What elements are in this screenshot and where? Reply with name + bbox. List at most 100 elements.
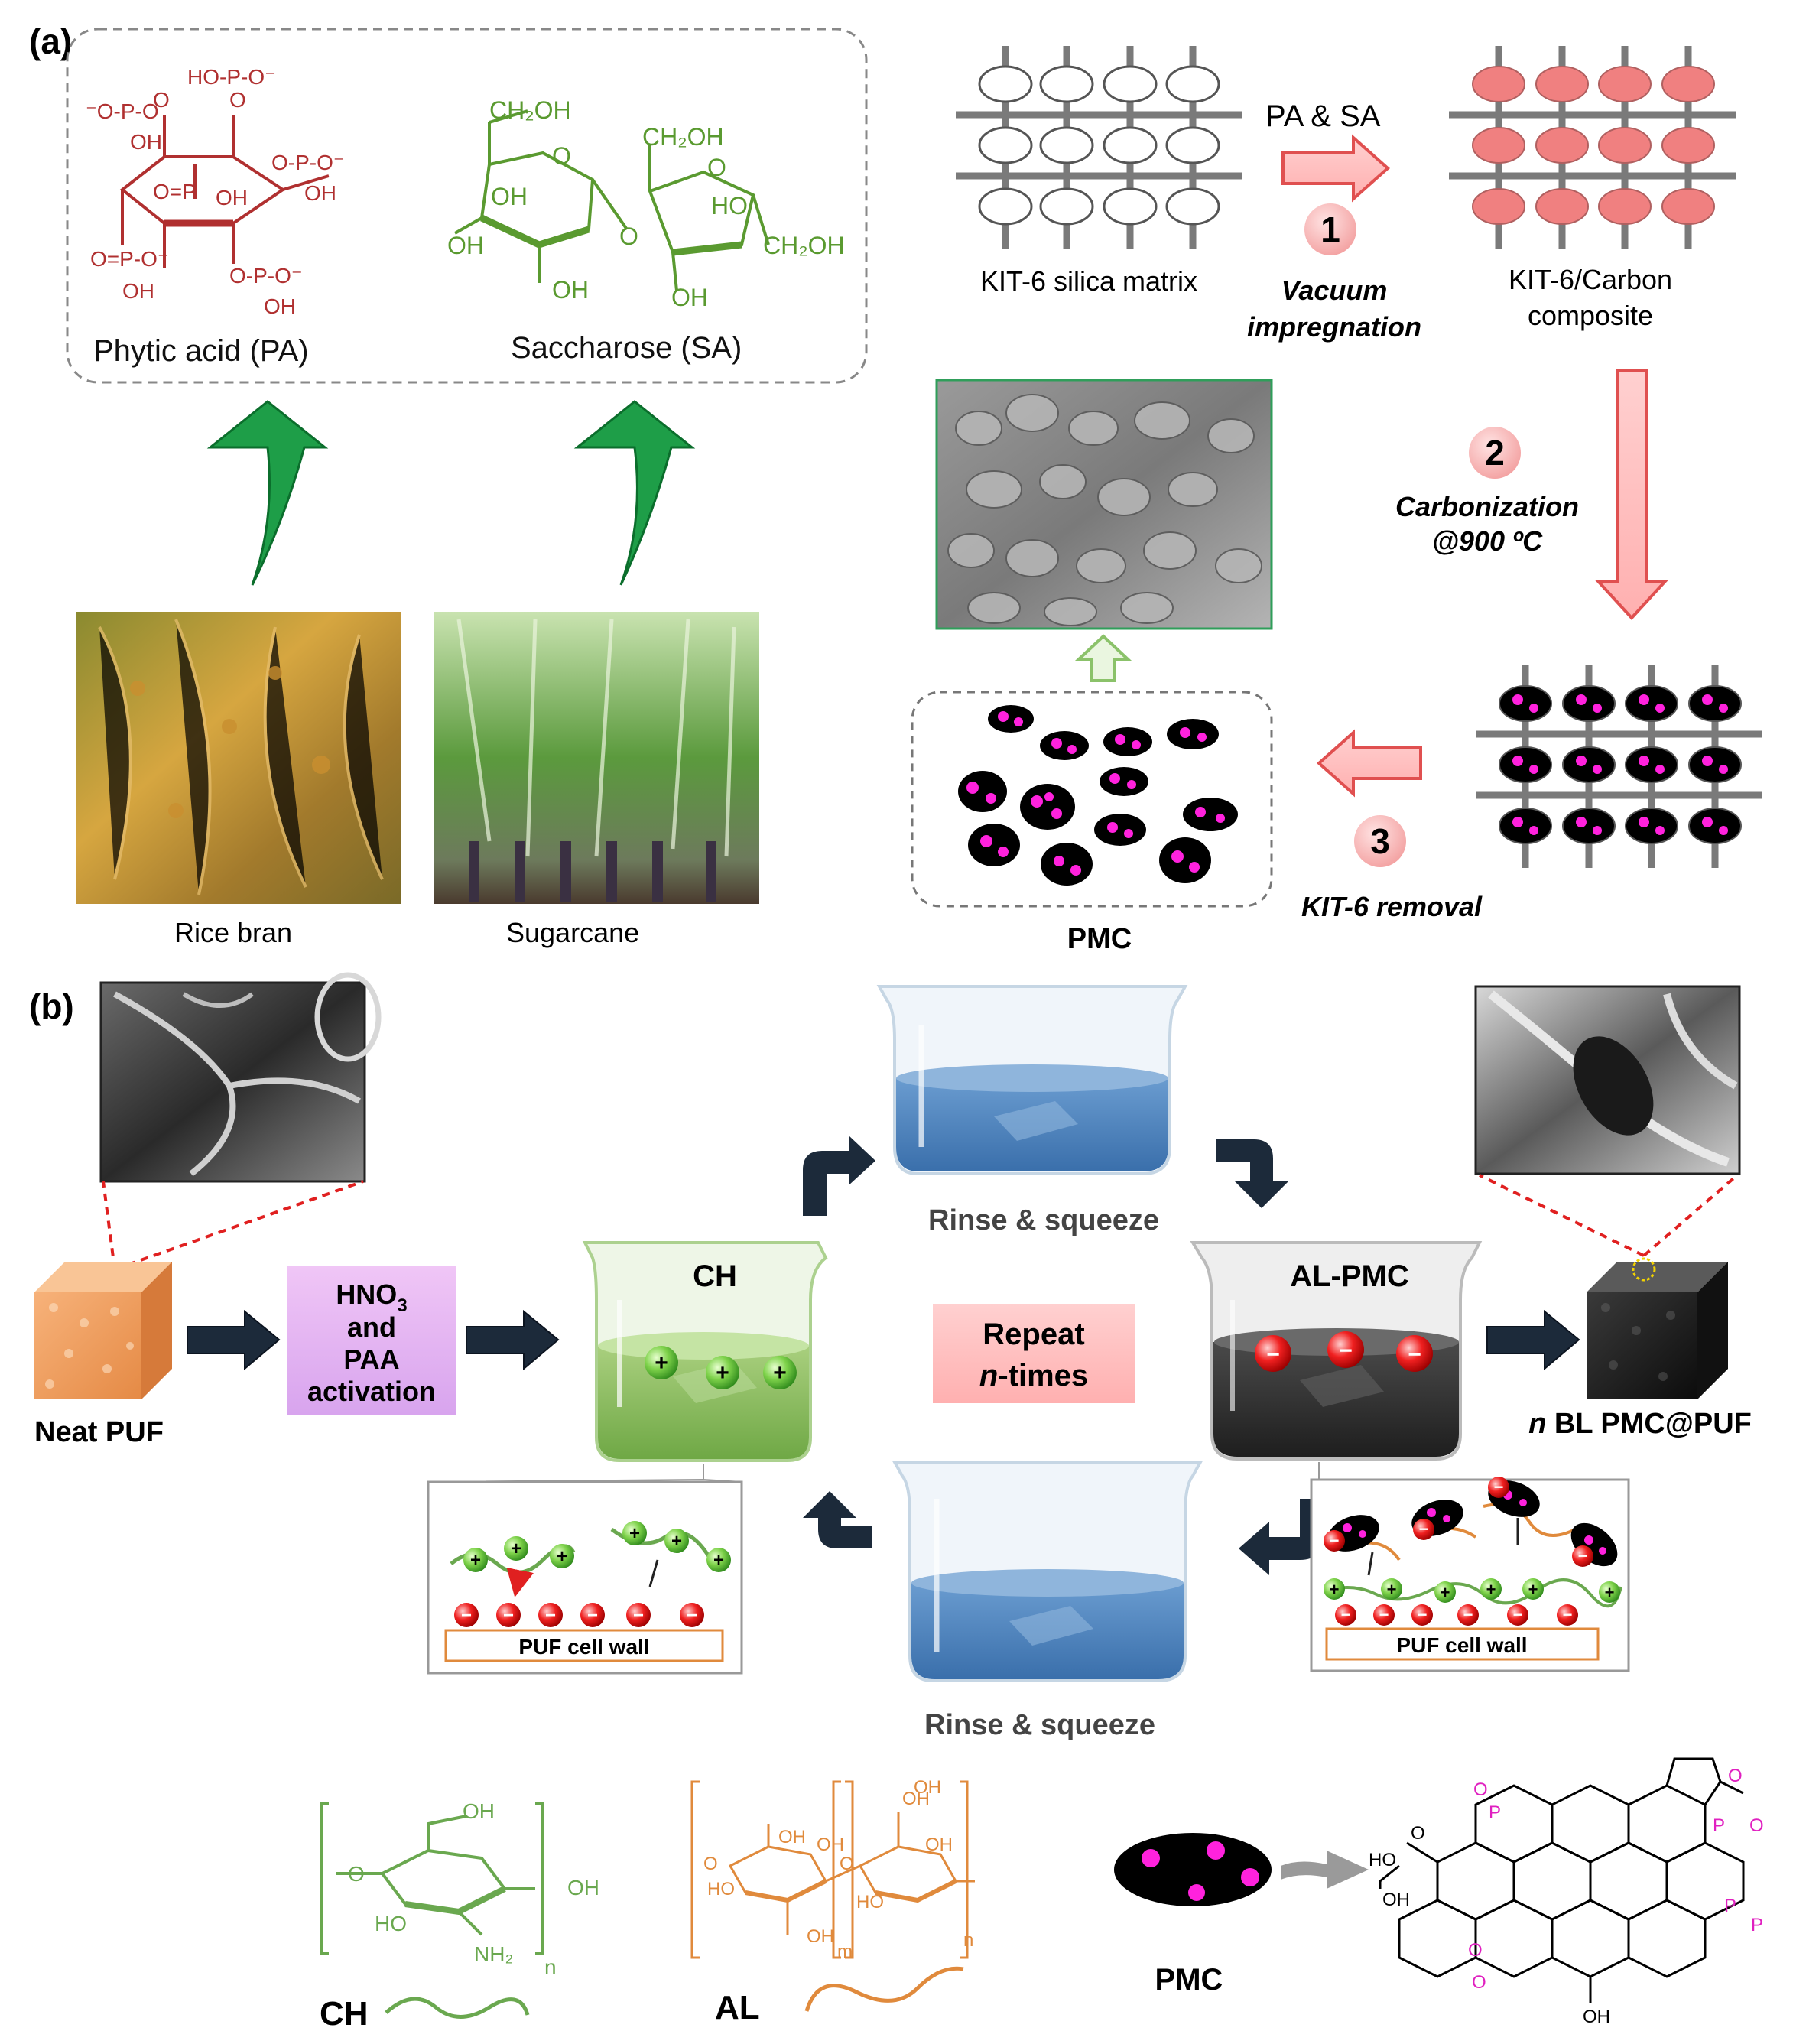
al-structure: [690, 1780, 975, 1959]
minus-sign: −: [545, 1605, 556, 1626]
ch-group-2: OH: [567, 1876, 599, 1899]
plus-sign: +: [716, 1360, 729, 1386]
step-1-label-1: Vacuum: [1281, 275, 1388, 306]
plus-sign: +: [1486, 1580, 1496, 1599]
phytic-acid-labels: HO-P-O⁻ ⁻O-P-O OH O=P O-P-O⁻ OH O=P-O⁻ O…: [86, 65, 345, 318]
ch-group-1: OH: [463, 1799, 495, 1823]
pa-group-5: O-P-O⁻: [271, 151, 345, 174]
sa-group-1: CH₂OH: [489, 96, 571, 124]
al-group-7: HO: [856, 1892, 884, 1912]
pmc-group-1: O: [1473, 1779, 1488, 1800]
al-group-3: HO: [707, 1879, 735, 1899]
repeat-times: -times: [998, 1359, 1088, 1392]
plus-sign: +: [629, 1523, 640, 1544]
sa-group-2: CH₂OH: [642, 123, 724, 151]
zoom-lines: [1479, 1174, 1739, 1257]
pa-group-6: OH: [304, 181, 336, 205]
sa-group-6: OH: [447, 232, 484, 259]
red-arrow-right-icon: [1281, 134, 1391, 203]
red-arrow-down-icon: [1594, 369, 1669, 620]
activation-box: HNO3 and PAA activation: [287, 1266, 456, 1415]
pmc-group-13: OH: [1583, 2007, 1610, 2027]
ch-group-4: NH₂: [474, 1942, 513, 1966]
minus-sign: −: [1418, 1605, 1428, 1624]
minus-sign: −: [1563, 1605, 1573, 1624]
activation-sub: 3: [397, 1295, 407, 1316]
kit6-carbon-composite: [1449, 46, 1736, 249]
cell-wall-left-label: PUF cell wall: [518, 1635, 649, 1659]
red-arrow-left-icon: [1316, 729, 1422, 798]
dark-arrow-right-icon: [466, 1309, 560, 1371]
ch-group-5: n: [544, 1955, 557, 1979]
plus-sign: +: [655, 1350, 668, 1376]
al-group-1: OH: [778, 1827, 806, 1847]
al-structure-label: AL: [715, 1989, 760, 2026]
sa-group-4: O: [707, 154, 726, 181]
al-group-8: OH: [914, 1777, 941, 1798]
green-arrow-up-icon: [573, 400, 696, 586]
al-anions: − − −: [1255, 1331, 1433, 1372]
rice-bran-label: Rice bran: [174, 917, 292, 948]
dark-arrow-right-icon: [187, 1309, 281, 1371]
step-3-number: 3: [1370, 821, 1390, 861]
sa-group-5: OH: [491, 183, 528, 210]
pmc-group-3: O: [1728, 1766, 1743, 1786]
ch-group-3: HO: [375, 1912, 407, 1935]
panel-b: (b) Neat PUF HNO3: [29, 972, 1752, 1741]
pa-group-4: O=P: [153, 180, 197, 203]
coated-puf-sem-image: [1474, 985, 1741, 1175]
zoom-spot: [1632, 1257, 1656, 1282]
al-pmc-beaker-label: AL-PMC: [1290, 1259, 1409, 1293]
minus-sign: −: [503, 1605, 514, 1626]
minus-sign: −: [687, 1605, 697, 1626]
pa-group-8: OH: [122, 279, 154, 303]
neat-puf-label: Neat PUF: [34, 1416, 164, 1448]
pmc-group-10: O: [1468, 1940, 1483, 1961]
sugarcane-photo: [434, 612, 759, 904]
sa-group-11: O: [619, 223, 638, 250]
composite-label-2: composite: [1528, 300, 1653, 331]
al-group-5: OH: [807, 1926, 834, 1947]
kit6-silica-matrix: [956, 46, 1242, 249]
activation-line-3: PAA: [343, 1344, 399, 1375]
rice-bran-photo: [76, 612, 401, 904]
pmc-group-2: P: [1489, 1802, 1501, 1823]
plus-sign: +: [470, 1550, 481, 1571]
rinse-beaker-top: [876, 985, 1188, 1175]
curved-arrow-up-left-icon: [803, 1491, 872, 1548]
plus-sign: +: [713, 1550, 724, 1571]
plus-sign: +: [1387, 1580, 1397, 1599]
coated-puf-cube: [1587, 1262, 1728, 1399]
al-group-4: OH: [925, 1834, 953, 1855]
al-group-6: O: [703, 1854, 718, 1874]
al-group-12: n: [963, 1930, 973, 1951]
curved-arrow-down-right-icon: [1216, 1139, 1288, 1208]
step-2-number: 2: [1485, 433, 1505, 473]
al-structure-labels: OH OH HO OH OH O HO OH O OH m n: [703, 1777, 973, 1962]
ch-structure-labels: OH OH HO NH₂ n O: [348, 1799, 599, 1979]
pa-group-11: O: [229, 88, 246, 112]
pmc-group-9: P: [1724, 1896, 1736, 1916]
minus-sign: −: [461, 1605, 472, 1626]
step-3-badge: [1354, 815, 1406, 867]
panel-b-label: (b): [29, 986, 74, 1026]
green-arrow-up-icon: [206, 400, 329, 586]
pa-group-13: OH: [216, 186, 248, 210]
al-group-11: m: [837, 1942, 853, 1962]
pmc-label-a: PMC: [1067, 923, 1132, 955]
svg-text:n-times: n-times: [979, 1359, 1088, 1392]
molecule-box: [66, 28, 868, 384]
plus-sign: +: [511, 1539, 521, 1559]
minus-sign: −: [1419, 1519, 1429, 1539]
al-chain-icon: [804, 1966, 964, 2012]
sa-group-3: O: [552, 142, 571, 170]
pmc-group-12: O: [1472, 1972, 1486, 1993]
gray-arrow-right-icon: [1281, 1851, 1369, 1889]
composite-label-1: KIT-6/Carbon: [1509, 264, 1672, 295]
pa-group-7: O=P-O⁻: [90, 247, 169, 271]
pa-group-9: O-P-O⁻: [229, 264, 303, 288]
plus-sign: +: [773, 1360, 787, 1386]
rinse-beaker-bottom: [892, 1461, 1203, 1682]
cell-wall-right-label: PUF cell wall: [1396, 1633, 1527, 1657]
